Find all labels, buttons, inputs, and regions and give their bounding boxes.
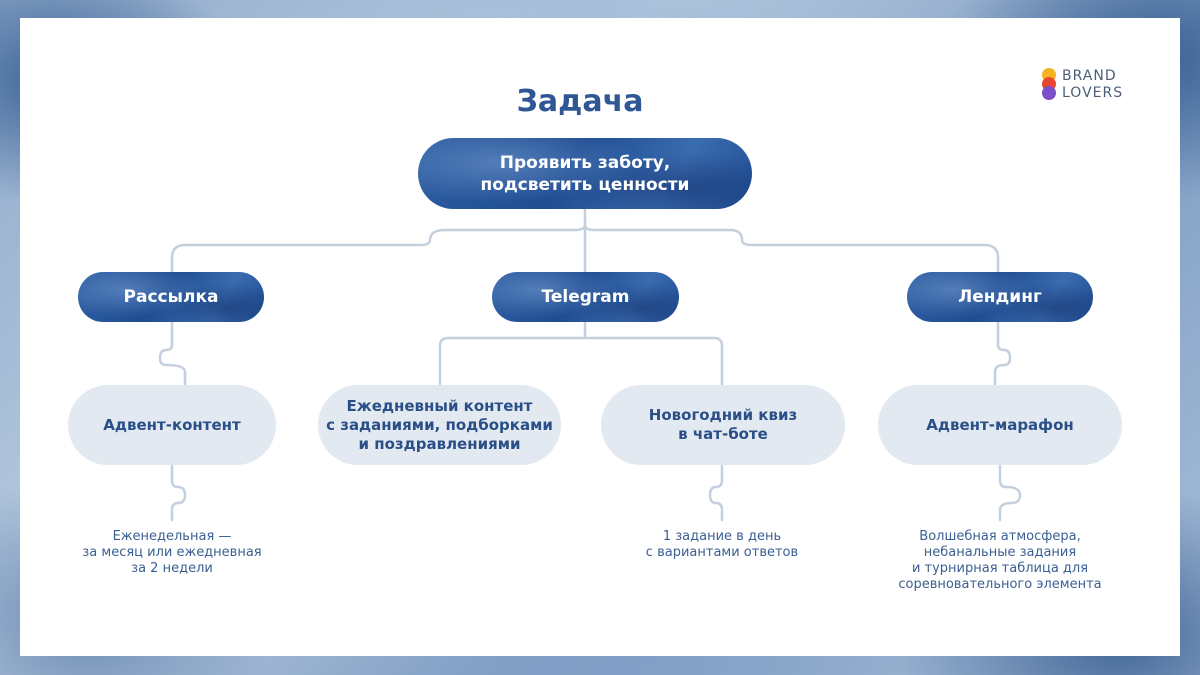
content-node-advent-marathon: Адвент-марафон bbox=[878, 385, 1122, 465]
connector-advent-to-note bbox=[170, 464, 187, 522]
content-node-line: Ежедневный контент bbox=[346, 396, 533, 415]
connector-telegram-to-children bbox=[438, 320, 587, 387]
content-node-line: с заданиями, подборками bbox=[326, 415, 553, 434]
note-line: Волшебная атмосфера, bbox=[919, 529, 1081, 544]
channel-node-landing: Лендинг bbox=[907, 272, 1093, 322]
page-title: Задача bbox=[516, 84, 644, 119]
brand-lovers-logo: BRAND LOVERS bbox=[1040, 66, 1150, 106]
note-advent-content: Еженедельная — за месяц или ежедневная з… bbox=[52, 529, 292, 577]
content-node-line: и поздравлениями bbox=[358, 434, 521, 453]
content-node-quiz: Новогодний квиз в чат-боте bbox=[601, 385, 845, 465]
note-quiz: 1 задание в день с вариантами ответов bbox=[602, 529, 842, 561]
content-node-line: Адвент-контент bbox=[103, 415, 241, 434]
connector-quiz-to-note bbox=[708, 464, 724, 522]
note-line: Еженедельная — bbox=[112, 529, 232, 544]
root-node: Проявить заботу, подсветить ценности bbox=[418, 138, 752, 209]
logo-dot-purple bbox=[1042, 86, 1056, 100]
channel-label: Лендинг bbox=[958, 287, 1042, 307]
content-node-line: в чат-боте bbox=[678, 425, 768, 443]
content-node-daily-content: Ежедневный контент с заданиями, подборка… bbox=[318, 385, 561, 465]
note-line: за месяц или ежедневная bbox=[82, 545, 262, 560]
content-node-advent-content: Адвент-контент bbox=[68, 385, 276, 465]
note-advent-marathon: Волшебная атмосфера, небанальные задания… bbox=[870, 529, 1130, 593]
root-node-line1: Проявить заботу, bbox=[499, 152, 671, 173]
content-node-line: Адвент-марафон bbox=[926, 415, 1074, 434]
connector-marathon-to-note bbox=[998, 464, 1022, 522]
connector-landing-to-marathon bbox=[993, 320, 1012, 387]
note-line: 1 задание в день bbox=[662, 529, 782, 544]
root-node-line2: подсветить ценности bbox=[480, 174, 690, 195]
channel-node-telegram: Telegram bbox=[492, 272, 679, 322]
logo-text-line1: BRAND bbox=[1062, 68, 1117, 84]
note-line: за 2 недели bbox=[131, 561, 213, 576]
logo-text-line2: LOVERS bbox=[1062, 85, 1124, 101]
note-line: небанальные задания bbox=[923, 545, 1077, 560]
channel-label: Telegram bbox=[541, 287, 630, 307]
connector-root-to-landing bbox=[583, 223, 1000, 274]
channel-node-rassylka: Рассылка bbox=[78, 272, 264, 322]
note-line: соревновательного элемента bbox=[898, 577, 1102, 592]
channel-label: Рассылка bbox=[123, 287, 219, 307]
connector-rassylka-to-advent bbox=[158, 320, 187, 387]
note-line: с вариантами ответов bbox=[645, 545, 799, 560]
connector-root-to-rassylka bbox=[170, 223, 587, 274]
content-node-line: Новогодний квиз bbox=[648, 406, 798, 424]
note-line: и турнирная таблица для bbox=[911, 561, 1089, 576]
